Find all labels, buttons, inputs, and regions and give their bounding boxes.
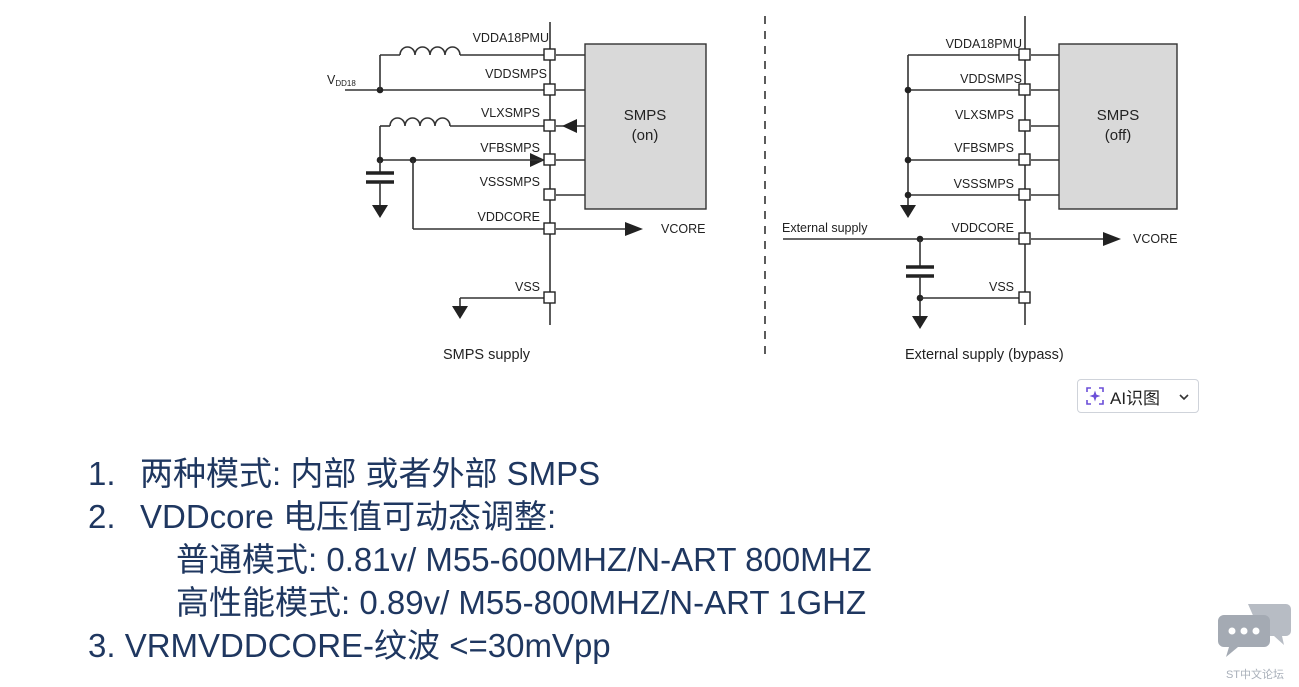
left-box-line2: (on)	[632, 127, 659, 144]
note-number: 1.	[88, 455, 116, 492]
note-text: 两种模式: 内部 或者外部 SMPS	[140, 455, 601, 492]
chevron-down-icon	[1179, 389, 1189, 404]
left-pin-label: VFBSMPS	[480, 141, 540, 155]
forum-watermark: ST中文论坛	[1216, 601, 1294, 682]
left-box-line1: SMPS	[624, 107, 667, 124]
ai-recognize-label: AI识图	[1110, 388, 1161, 408]
right-pin-label: VFBSMPS	[954, 141, 1014, 155]
right-pin-label: VSS	[989, 280, 1014, 294]
notes-list: 1. 两种模式: 内部 或者外部 SMPS 2. VDDcore 电压值可动态调整:…	[88, 452, 872, 667]
watermark-label: ST中文论坛	[1225, 669, 1285, 681]
sparkle-scan-icon	[1085, 386, 1105, 406]
vdd18-label: VDD18	[327, 73, 356, 88]
chat-bubbles-icon	[1218, 604, 1292, 663]
right-smps-box	[1058, 43, 1178, 210]
left-output-label: VCORE	[661, 222, 705, 236]
left-smps-box	[584, 43, 707, 210]
smps-diagram: SMPS (on)	[327, 16, 1178, 363]
right-box-line1: SMPS	[1097, 107, 1140, 124]
left-pin-label: VSSSMPS	[480, 175, 540, 189]
right-circuit: SMPS (off)	[782, 16, 1178, 363]
right-output-label: VCORE	[1133, 232, 1177, 246]
note-item: 3. VRMVDDCORE-纹波 <=30mVpp	[88, 627, 611, 664]
note-item: 1. 两种模式: 内部 或者外部 SMPS	[88, 452, 872, 495]
external-supply-label: External supply	[782, 221, 868, 235]
right-caption: External supply (bypass)	[905, 347, 1064, 363]
left-caption: SMPS supply	[443, 347, 531, 363]
note-subitem: 高性能模式: 0.89v/ M55-800MHZ/N-ART 1GHZ	[176, 584, 867, 621]
right-pin-label: VDDA18PMU	[946, 37, 1022, 51]
left-pin-label: VDDCORE	[477, 210, 540, 224]
note-item: 2. VDDcore 电压值可动态调整:	[88, 495, 872, 538]
left-pin-label: VSS	[515, 280, 540, 294]
right-box-line2: (off)	[1105, 127, 1131, 144]
right-pin-label: VSSSMPS	[954, 177, 1014, 191]
right-pin-label: VDDSMPS	[960, 72, 1022, 86]
ai-recognize-button[interactable]: AI识图	[1077, 379, 1199, 413]
right-pin-label: VDDCORE	[951, 221, 1014, 235]
note-text: VDDcore 电压值可动态调整:	[140, 498, 557, 535]
note-subitem: 普通模式: 0.81v/ M55-600MHZ/N-ART 800MHZ	[176, 541, 872, 578]
right-pin-label: VLXSMPS	[955, 108, 1014, 122]
note-number: 2.	[88, 498, 116, 535]
left-circuit: SMPS (on)	[327, 22, 707, 363]
left-pin-label: VDDA18PMU	[473, 31, 549, 45]
left-pin-label: VLXSMPS	[481, 106, 540, 120]
left-pin-label: VDDSMPS	[485, 67, 547, 81]
